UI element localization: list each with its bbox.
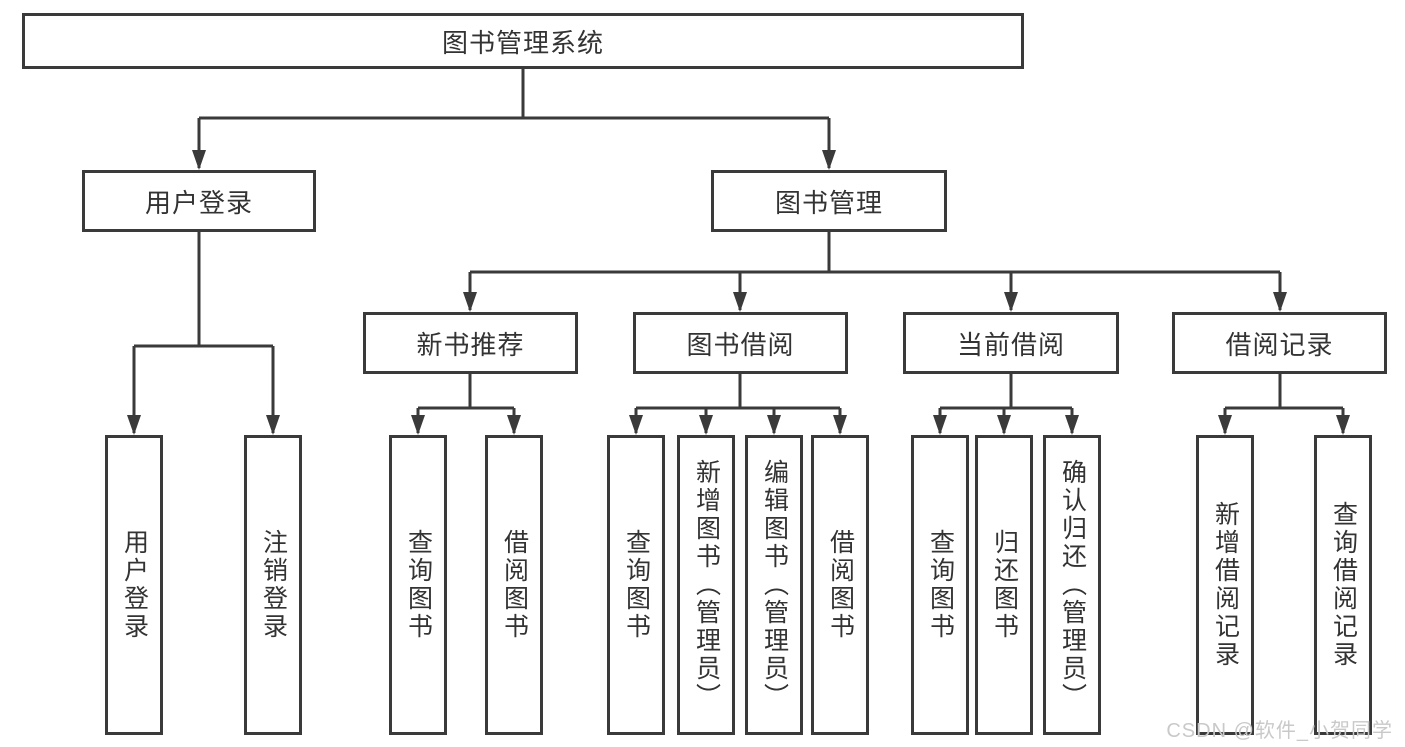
arrow-down-icon — [1273, 292, 1287, 312]
arrow-down-icon — [127, 415, 141, 435]
arrow-down-icon — [767, 415, 781, 435]
connector-new-book — [416, 374, 516, 433]
connector-book-borrow — [634, 374, 842, 433]
csdn-watermark: CSDN @软件_小贺同学 — [1166, 720, 1393, 742]
arrow-down-icon — [411, 415, 425, 435]
node-book-borrow: 图书借阅 — [633, 312, 848, 374]
arrow-down-icon — [699, 415, 713, 435]
leaf-logout: 注销登录 — [244, 435, 302, 735]
leaf-query-books-borrow: 查询图书 — [607, 435, 665, 735]
node-new-book-recommend: 新书推荐 — [363, 312, 578, 374]
arrow-down-icon — [192, 150, 206, 170]
node-user-login: 用户登录 — [82, 170, 316, 232]
node-current-borrow: 当前借阅 — [903, 312, 1119, 374]
leaf-confirm-return-admin: 确认归还（管理员） — [1043, 435, 1101, 735]
arrow-down-icon — [629, 415, 643, 435]
leaf-borrow-books-recommend: 借阅图书 — [485, 435, 543, 735]
connector-book-management — [468, 232, 1282, 310]
leaf-return-books: 归还图书 — [975, 435, 1033, 735]
arrow-down-icon — [822, 150, 836, 170]
leaf-add-books-admin: 新增图书（管理员） — [677, 435, 735, 735]
node-root-library-system: 图书管理系统 — [22, 13, 1024, 69]
leaf-user-login: 用户登录 — [105, 435, 163, 735]
connector-user-login — [132, 232, 275, 433]
leaf-borrow-books: 借阅图书 — [811, 435, 869, 735]
arrow-down-icon — [833, 415, 847, 435]
leaf-edit-books-admin: 编辑图书（管理员） — [745, 435, 803, 735]
connector-current-borrow — [938, 374, 1074, 433]
connector-borrow-records — [1223, 374, 1345, 433]
leaf-add-borrow-record: 新增借阅记录 — [1196, 435, 1254, 735]
arrow-down-icon — [1065, 415, 1079, 435]
arrow-down-icon — [463, 292, 477, 312]
connector-root — [197, 69, 831, 168]
leaf-query-books-current: 查询图书 — [911, 435, 969, 735]
arrow-down-icon — [1218, 415, 1232, 435]
node-book-management: 图书管理 — [711, 170, 947, 232]
leaf-query-borrow-record: 查询借阅记录 — [1314, 435, 1372, 735]
arrow-down-icon — [266, 415, 280, 435]
arrow-down-icon — [933, 415, 947, 435]
arrow-down-icon — [733, 292, 747, 312]
arrow-down-icon — [1004, 292, 1018, 312]
arrow-down-icon — [1336, 415, 1350, 435]
node-borrow-records: 借阅记录 — [1172, 312, 1387, 374]
arrow-down-icon — [507, 415, 521, 435]
arrow-down-icon — [997, 415, 1011, 435]
leaf-query-books-recommend: 查询图书 — [389, 435, 447, 735]
